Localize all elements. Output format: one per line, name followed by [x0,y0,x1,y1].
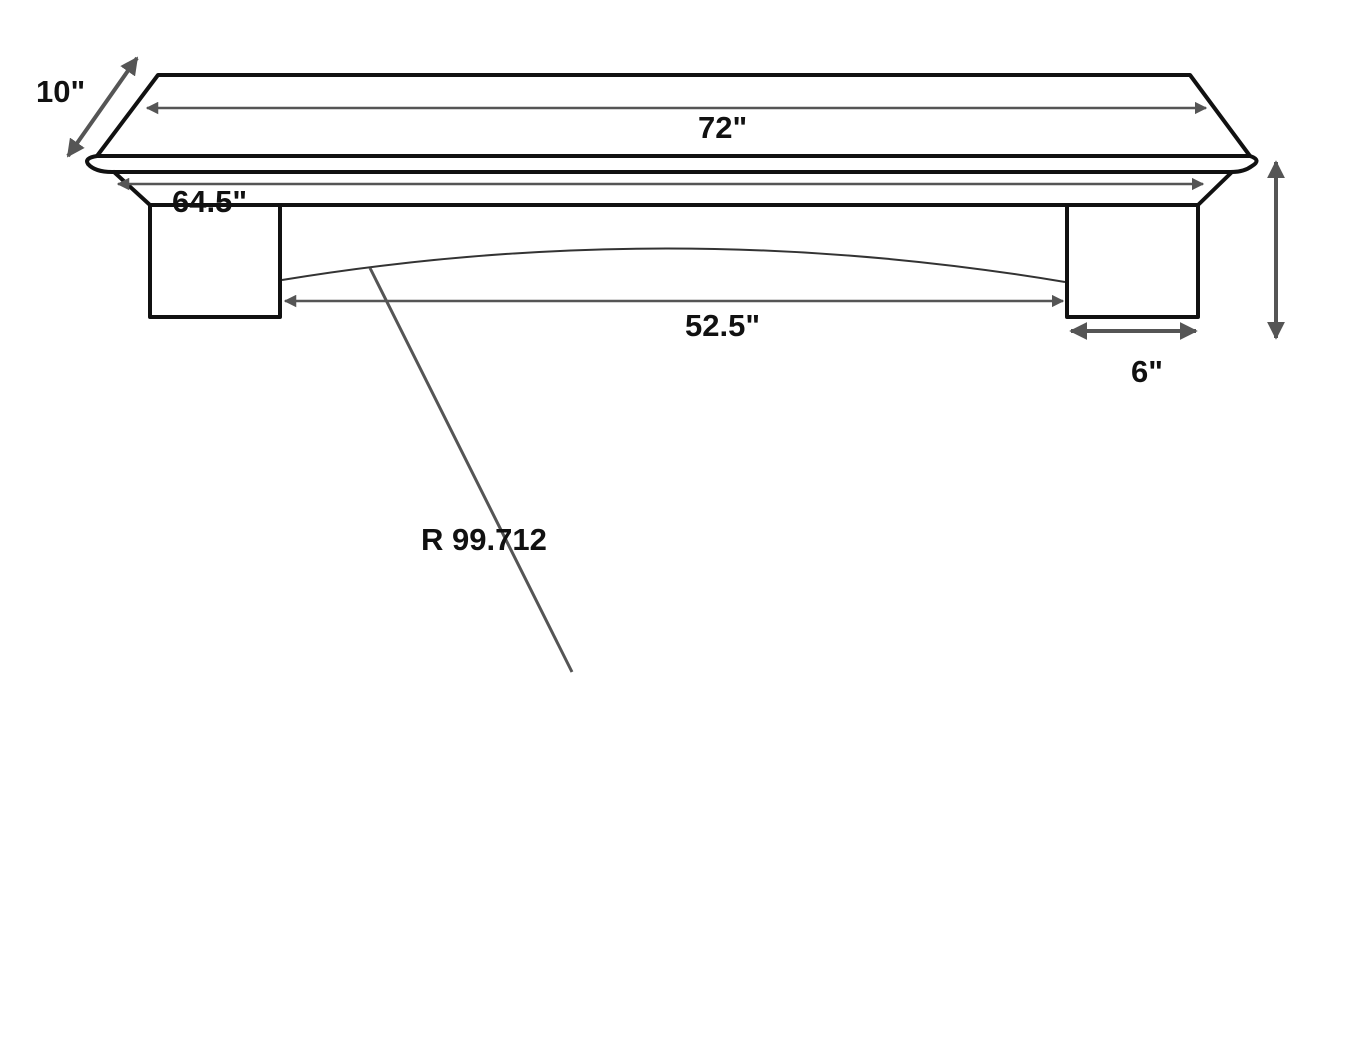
shelf-top [95,73,1252,158]
arch-curve [281,247,1066,283]
left-leg [148,203,282,319]
leg-width-label: 6" [1131,354,1163,389]
radius-line [368,267,574,673]
top-length-label: 72" [698,110,747,145]
right-leg [1065,203,1200,319]
lower-length-label: 64.5" [172,184,247,219]
depth-label: 10" [36,74,85,109]
depth-dimension-arrow [66,56,139,158]
opening-width-label: 52.5" [685,308,760,343]
shelf-front-edge [85,154,1259,174]
radius-label: R 99.712 [421,522,547,557]
shelf-cove-trim [112,170,1234,207]
